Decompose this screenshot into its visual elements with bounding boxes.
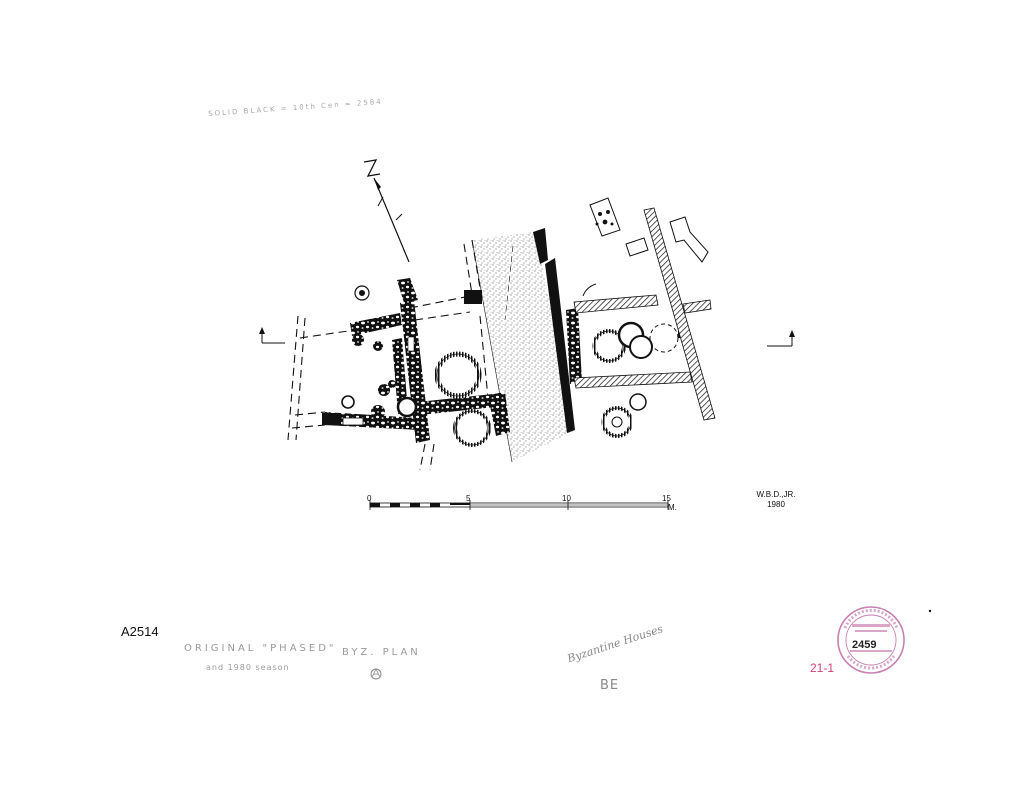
credit-name: W.B.D.,JR. — [756, 490, 796, 499]
plan-id: A2514 — [121, 624, 159, 639]
scale-label-10: 10 — [562, 494, 571, 503]
stone-circle-icon-group — [341, 285, 679, 447]
pencil-note-byz-plan: BYZ. PLAN — [342, 647, 421, 658]
scale-label-15: 15 — [662, 494, 671, 503]
pencil-note-season: and 1980 season — [206, 663, 290, 672]
pencil-note-be: BE — [600, 678, 620, 693]
east-outlines — [582, 197, 709, 297]
draftsman-credit: W.B.D.,JR. 1980 — [746, 491, 806, 511]
stamp-number: 2459 — [852, 639, 877, 651]
pencil-symbol-icon — [370, 668, 382, 680]
archive-stamp-icon — [837, 606, 932, 674]
scale-label-5: 5 — [466, 494, 471, 503]
credit-year: 1980 — [767, 500, 785, 509]
scale-bar — [369, 500, 669, 510]
scale-unit: M. — [668, 503, 677, 512]
stone-walls-west — [324, 278, 582, 443]
scale-label-0: 0 — [367, 494, 372, 503]
reference-mark: 21-1 — [810, 661, 835, 675]
stippled-street — [472, 232, 575, 462]
hatched-walls-east — [573, 207, 716, 421]
north-arrow-icon — [363, 159, 410, 263]
pencil-note-original-phased: ORIGINAL "PHASED" — [184, 643, 337, 654]
section-marker-icon-left — [259, 327, 285, 344]
section-marker-icon-right — [767, 330, 795, 347]
